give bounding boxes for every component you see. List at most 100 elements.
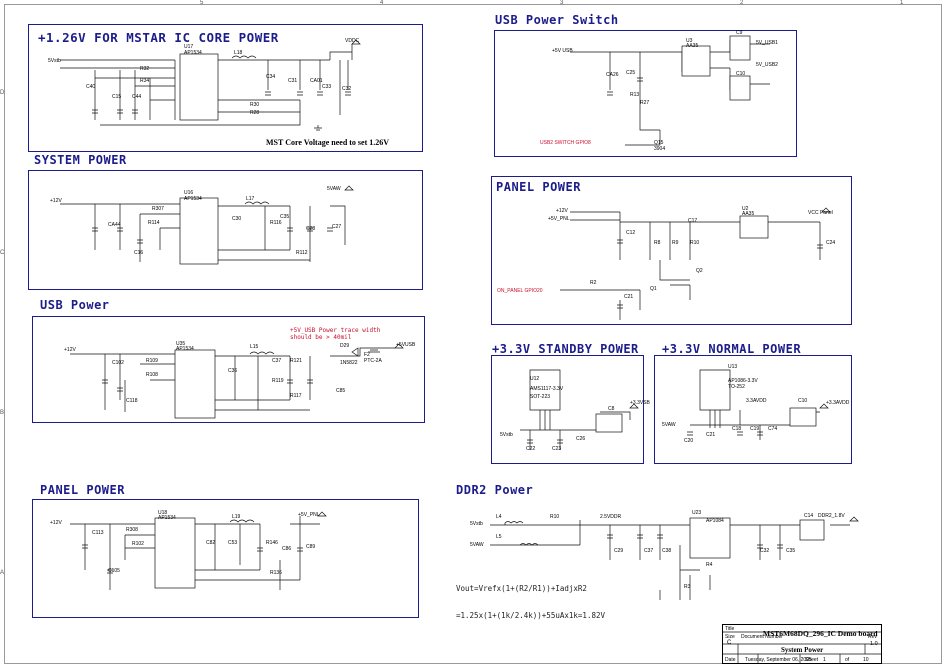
usbsw-ic-ref: U3 (686, 38, 693, 44)
title-block-size-label: Size (725, 634, 735, 640)
panel-top-ic-ref: U2 (742, 206, 749, 212)
core-cap: C44 (132, 94, 142, 100)
panel-bottom-cap: C82 (206, 540, 216, 546)
panel-top-cap: C24 (826, 240, 836, 246)
normal-cap: C20 (684, 438, 694, 444)
normal-power-box (654, 355, 852, 464)
normal-cap: C74 (768, 426, 778, 432)
usb-resistor: R109 (146, 358, 158, 364)
panel-bottom-cap: C53 (228, 540, 238, 546)
standby-conn: C8 (608, 406, 615, 412)
ddr2-cap: C38 (662, 548, 672, 554)
title-block-rev-label: Rev (868, 634, 877, 640)
title-block-of-label: of (845, 657, 850, 663)
panel-bottom-cap: C105 (108, 568, 120, 574)
ddr2-ic-part: AP1084 (706, 518, 724, 524)
system-inductor: L17 (246, 196, 255, 202)
title-block-size: C (727, 640, 732, 646)
system-net-out: 5VAW (327, 186, 341, 192)
system-cap: C35 (280, 214, 290, 220)
ddr2-cap: C35 (786, 548, 796, 554)
standby-power-title: +3.3V STANDBY POWER (492, 342, 639, 356)
system-resistor: R114 (148, 220, 160, 226)
panel-top-resistor: R2 (590, 280, 597, 286)
usb-cap: C85 (336, 388, 346, 394)
core-cap: C31 (288, 78, 298, 84)
ddr2-conn: C14 (804, 513, 814, 519)
ddr2-formula-line: Vout=Vrefx(1+(R2/R1))+IadjxR2 (456, 584, 587, 593)
border-tick-top: 3 (560, 0, 564, 6)
title-block-of: 10 (863, 657, 869, 663)
ddr2-resistor: R10 (550, 514, 560, 520)
panel-top-transistor: Q1 (650, 286, 657, 292)
usbsw-cap: CA26 (606, 72, 619, 78)
usb-trace-note-line: +5V_USB Power trace width (290, 327, 381, 334)
normal-ic-part: AP1086-3.3V (728, 378, 758, 384)
title-block-rev: 1.0 (870, 641, 878, 647)
system-cap: C16 (134, 250, 144, 256)
panel-power-top-box (491, 176, 852, 325)
core-resistor: R30 (250, 102, 260, 108)
core-resistor: R34 (140, 78, 150, 84)
core-net-in: 5Vstb (48, 58, 61, 64)
usbsw-cap: C25 (626, 70, 636, 76)
usb-trace-note-line: should be > 40mil (290, 334, 352, 341)
usbsw-transistor: Q15 (654, 140, 664, 146)
panel-top-resistor: R9 (672, 240, 679, 246)
system-power-box (28, 170, 423, 290)
core-ic-part: AP1534 (184, 50, 202, 56)
usb-ic-part: AP1534 (176, 346, 194, 352)
panel-bottom-cap: C89 (306, 544, 316, 550)
ddr2-net-in: 5Vstb (470, 521, 483, 527)
core-voltage-note: MST Core Voltage need to set 1.26V (266, 138, 390, 147)
border-tick-top: 1 (900, 0, 904, 6)
system-power-title: SYSTEM POWER (34, 153, 127, 167)
standby-power-box (491, 355, 644, 464)
normal-cap: C18 (732, 426, 742, 432)
usb-cap: C36 (228, 368, 238, 374)
panel-bottom-resistor: R146 (266, 540, 278, 546)
panel-power-top-title: PANEL POWER (496, 180, 581, 194)
normal-cap: C19 (750, 426, 760, 432)
title-block-date: Tuesday, September 06, 2005 (745, 657, 812, 663)
panel-bottom-net-in: +12V (50, 520, 62, 526)
core-cap: CA01 (310, 78, 323, 84)
core-ic-ref: U17 (184, 44, 194, 50)
system-cap: CA44 (108, 222, 121, 228)
panel-top-net-out: VCC Panel (808, 210, 833, 216)
usbsw-net-in: +5V USB (552, 48, 573, 54)
usb-cap: C37 (272, 358, 282, 364)
panel-bottom-resistor: R102 (132, 541, 144, 547)
usb-resistor: R119 (272, 378, 284, 384)
normal-package: TO-252 (728, 384, 745, 390)
title-block-sheet: 1 (823, 657, 826, 663)
panel-top-cap: C21 (624, 294, 634, 300)
standby-ic-part: AMS1117-3.3V (530, 386, 564, 392)
normal-conn: C10 (798, 398, 808, 404)
usb-switch-box (494, 30, 797, 157)
system-resistor: R112 (296, 250, 308, 256)
standby-net-out: +3.3VSB (630, 400, 650, 406)
panel-power-bottom-title: PANEL POWER (40, 483, 125, 497)
usbsw-connector: C9 (736, 30, 743, 36)
usbsw-output: 5V_USB2 (756, 62, 778, 68)
panel-top-ic-part: AA35 (742, 211, 755, 217)
ddr2-resistor: R3 (684, 584, 691, 590)
panel-top-resistor: R10 (690, 240, 700, 246)
usb-net-out: +5VUSB (396, 342, 416, 348)
usb-fuse: F2 (364, 352, 370, 358)
sheet-border (4, 4, 942, 664)
usbsw-connector: C10 (736, 71, 746, 77)
panel-bottom-cap: C113 (92, 530, 104, 536)
usb-cap: C102 (112, 360, 124, 366)
ddr2-power-title: DDR2 Power (456, 483, 534, 497)
ddr2-inductor: L5 (496, 534, 502, 540)
normal-net-out: +3.3AVDD (826, 400, 850, 406)
panel-top-resistor: R8 (654, 240, 661, 246)
border-tick-side: C (0, 250, 5, 256)
standby-ic-ref: U12 (530, 376, 540, 382)
standby-cap: C23 (552, 446, 562, 452)
core-cap: C15 (112, 94, 122, 100)
usb-inductor: L15 (250, 344, 259, 350)
ddr2-cap: C37 (644, 548, 654, 554)
